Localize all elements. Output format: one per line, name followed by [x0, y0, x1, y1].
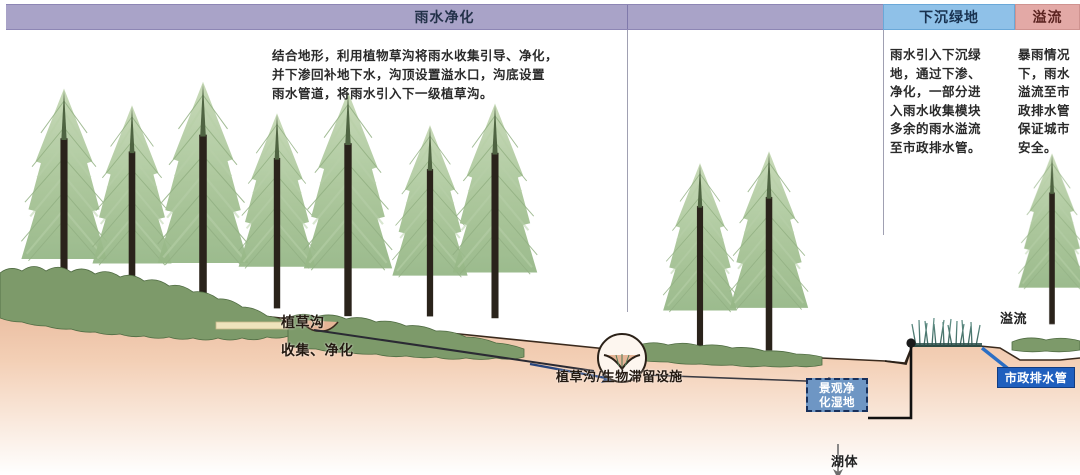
callout-municipal-drain-pipe: 市政排水管: [997, 367, 1075, 388]
band-purification-label: 雨水净化: [414, 10, 475, 26]
zone-divider-middle: [627, 30, 628, 312]
sunken-green-basin: [884, 317, 982, 366]
description-sunken-green: 雨水引入下沉绿 地，通过下渗、 净化，一部分进 入雨水收集模块 多余的雨水溢流 …: [890, 47, 982, 155]
band-overflow-label: 溢流: [1032, 10, 1063, 26]
label-collect-purify: 收集、净化: [281, 343, 354, 359]
callout-landscape-wetland: 景观净 化湿地: [806, 378, 868, 412]
band-divider: [627, 5, 628, 29]
stormwater-section-illustration: [0, 80, 1080, 475]
reed-clump: [911, 317, 981, 347]
buried-pipe-route: [868, 347, 913, 420]
label-overflow: 溢流: [1000, 312, 1028, 327]
label-lake: 湖体: [831, 455, 859, 470]
label-grass-swale: 植草沟: [281, 315, 325, 331]
buried-pipe-left: [215, 321, 289, 330]
description-overflow: 暴雨情况 下，雨水 溢流至市 政排水管 保证城市 安全。: [1018, 47, 1071, 155]
band-overflow: 溢流: [1015, 4, 1080, 30]
band-sunken-green-space: 下沉绿地: [883, 4, 1015, 30]
zone-divider-right: [883, 30, 884, 235]
band-sunken-label: 下沉绿地: [919, 10, 979, 26]
bioretention-detail-circle: [597, 333, 647, 383]
description-purification: 结合地形，利用植物草沟将雨水收集引导、净化， 并下渗回补地下水，沟顶设置溢水口，…: [272, 48, 559, 101]
wetland-to-lake-arrow: [833, 444, 843, 475]
band-rain-purification: 雨水净化: [6, 4, 883, 30]
label-bioretention: 植草沟/生物滞留设施: [556, 370, 683, 385]
